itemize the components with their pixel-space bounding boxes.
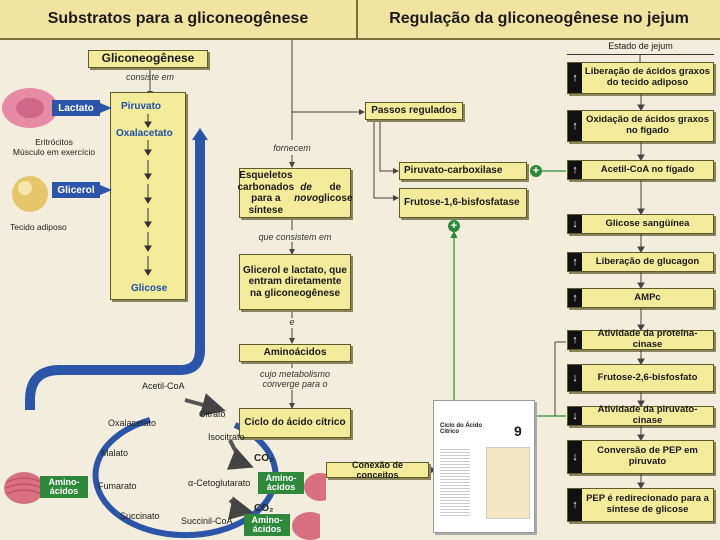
tecido-adiposo-label: Tecido adiposo: [10, 222, 67, 232]
cycle-citrato: Citrato: [199, 409, 226, 419]
muscle-icon-left: [4, 472, 44, 504]
down-arrow-icon: ↓: [568, 407, 582, 425]
activation-plus-icon-2: +: [448, 220, 460, 232]
jejum-item-3: ↓Glicose sangüínea: [567, 214, 714, 234]
conexao-box[interactable]: Conexão de conceitos: [326, 460, 429, 480]
amino-tag-left: Amino- ácidos: [40, 476, 88, 498]
pathway-piruvato: Piruvato: [121, 101, 162, 112]
jejum-item-5: ↑AMPc: [567, 288, 714, 308]
chapter-thumbnail[interactable]: Ciclo do Ácido Cítrico 9: [433, 400, 535, 533]
jejum-item-8: ↓Atividade da piruvato-cinase: [567, 404, 714, 426]
jejum-chain-arrows: [637, 94, 645, 489]
glicerol-lactato-box: Glicerol e lactato, que entram diretamen…: [239, 254, 351, 310]
cycle-fumarato: Fumarato: [98, 481, 137, 491]
thumb-text-lines: [440, 447, 470, 517]
down-arrow-icon: ↓: [568, 365, 582, 391]
amino-tag-right-2: Amino- ácidos: [244, 514, 290, 536]
glicerol-arrow-icon: [100, 185, 112, 195]
que-consistem-note: que consistem em: [258, 232, 332, 242]
cycle-co2-2: CO₂: [254, 503, 274, 514]
ciclo-box: Ciclo do ácido cítrico: [239, 408, 351, 438]
down-arrow-icon: ↓: [568, 215, 582, 233]
cycle-succinato: Succinato: [120, 511, 160, 521]
adipocyte-icon: [12, 176, 48, 212]
thumb-figure: [486, 447, 530, 519]
lactato-arrow-icon: [100, 103, 112, 113]
esqueletos-box: Esqueletos carbonados para a síntese de …: [238, 168, 353, 218]
jejum-item-9: ↓Conversão de PEP em piruvato: [567, 440, 714, 474]
thumb-number: 9: [514, 423, 522, 439]
glicerol-tag: Glicerol: [52, 182, 100, 198]
activation-plus-icon: +: [530, 165, 542, 177]
estado-jejum-label: Estado de jejum: [608, 41, 673, 51]
estado-jejum-rule: [567, 54, 714, 55]
up-arrow-icon: ↑: [568, 289, 582, 307]
cujo-metabolismo-note: cujo metabolismo converge para o: [259, 369, 331, 389]
lactato-tag: Lactato: [52, 100, 100, 116]
pathway-oxalacetato: Oxalacetato: [116, 128, 173, 139]
fornecem-note: fornecem: [273, 143, 311, 153]
pathway-glicose: Glicose: [131, 283, 168, 294]
piruvato-carboxilase-box: Piruvato-carboxilase: [399, 162, 527, 180]
cycle-alfa-cetoglutarato: α-Cetoglutarato: [188, 478, 251, 488]
jejum-item-10: ↑PEP é redirecionado para a síntese de g…: [567, 488, 714, 522]
muscle-icon-right-1: [304, 473, 326, 501]
consiste-em-note: consiste em: [125, 72, 175, 82]
cycle-succinil-coa: Succinil-CoA: [181, 516, 233, 526]
jejum-item-4: ↑Liberação de glucagon: [567, 252, 714, 272]
jejum-item-1: ↑Oxidação de ácidos graxos no fígado: [567, 110, 714, 142]
passos-regulados-box: Passos regulados: [365, 102, 463, 120]
jejum-item-2: ↑Acetil-CoA no fígado: [567, 160, 714, 180]
e-note: e: [289, 317, 295, 327]
cycle-oxalacetato: Oxalacetato: [108, 418, 157, 428]
frutose-bisfosfatase-box: Frutose-1,6-bisfosfatase: [399, 188, 527, 218]
cycle-acetil-coa: Acetil-CoA: [142, 381, 185, 391]
up-arrow-icon: ↑: [568, 253, 582, 271]
left-panel-title: Substratos para a gliconeogênese: [0, 0, 356, 40]
up-arrow-icon: ↑: [568, 63, 582, 93]
jejum-item-0: ↑Liberação de ácidos graxos do tecido ad…: [567, 62, 714, 94]
jejum-item-7: ↓Frutose-2,6-bisfosfato: [567, 364, 714, 392]
cycle-co2-1: CO₂: [254, 453, 274, 464]
down-arrow-icon: ↓: [568, 441, 582, 473]
pathway-arrows: [144, 114, 152, 276]
gluconeogenesis-box: Gliconeogênese: [88, 50, 208, 68]
up-arrow-icon: ↑: [568, 489, 582, 521]
amino-tag-right-1: Amino- ácidos: [258, 472, 304, 494]
aminoacidos-box: Aminoácidos: [239, 344, 351, 362]
cycle-malato: Malato: [101, 448, 129, 458]
erythrocyte-icon: [2, 88, 58, 128]
up-arrow-icon: ↑: [568, 161, 582, 179]
up-arrow-icon: ↑: [568, 111, 582, 141]
thumb-title: Ciclo do Ácido Cítrico: [440, 423, 482, 435]
eritrocitos-label: Eritrócitos Músculo em exercício: [12, 137, 96, 157]
muscle-icon-right-2: [292, 512, 320, 540]
cycle-isocitrato: Isocitrato: [208, 432, 245, 442]
right-panel-title: Regulação da gliconeogênese no jejum: [358, 0, 720, 40]
jejum-item-6: ↑Atividade da proteína-cinase: [567, 328, 714, 350]
up-arrow-icon: ↑: [568, 331, 582, 349]
